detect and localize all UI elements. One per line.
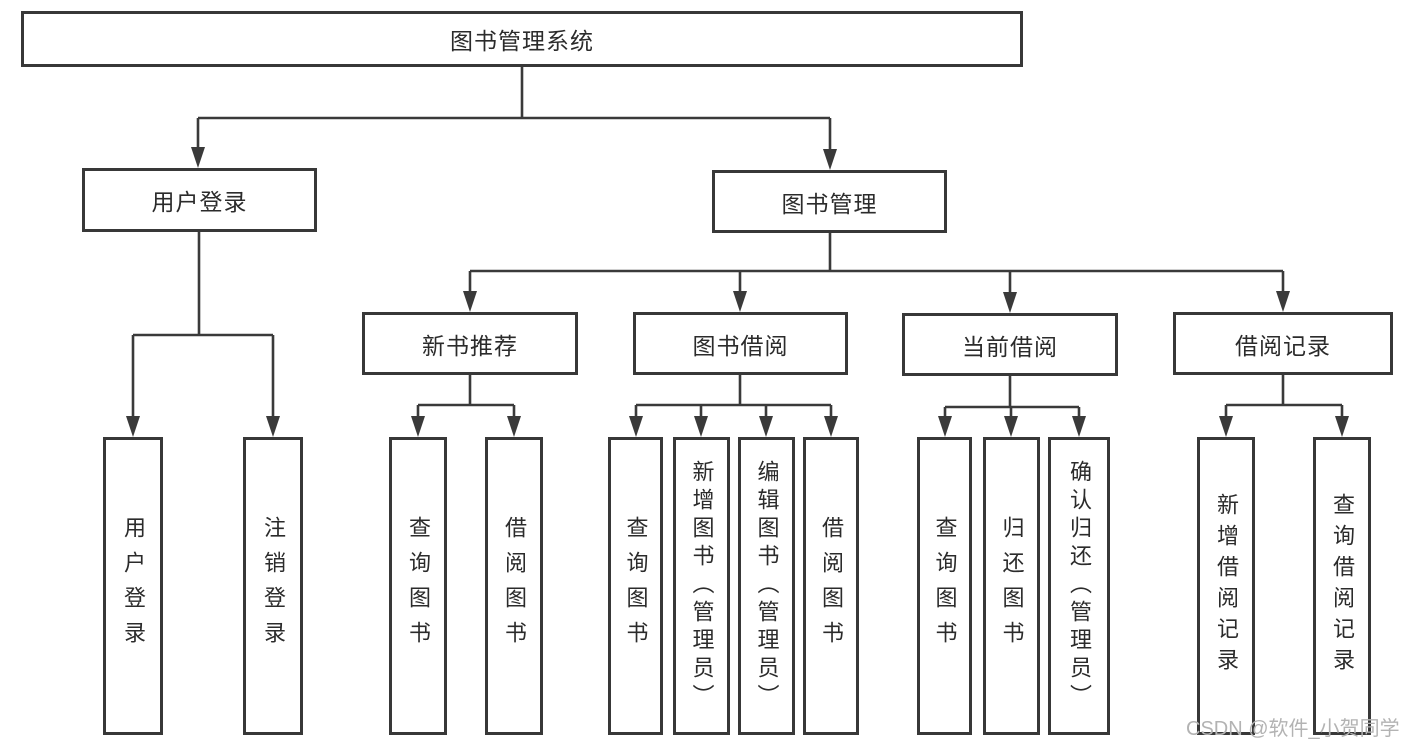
node-current-borrow-label: 当前借阅 (962, 333, 1058, 360)
node-new-book: 新书推荐 (362, 312, 578, 375)
leaf-borrow-borrow: 借阅图书 (803, 437, 859, 735)
node-user-login-label: 用户登录 (151, 189, 248, 215)
leaf-newbook-query-label: 查询图书 (406, 516, 431, 656)
leaf-current-confirm-label: 确认归还（管理员） (1067, 460, 1092, 712)
connector-user-login (131, 230, 275, 421)
leaf-current-query: 查询图书 (917, 437, 972, 735)
leaf-borrow-edit-label: 编辑图书（管理员） (754, 460, 780, 712)
connector-borrow-record (1224, 373, 1344, 421)
csdn-watermark: CSDN @软件_小贺同学 (1186, 718, 1400, 740)
connector-book-borrow (634, 373, 833, 421)
leaf-borrow-borrow-label: 借阅图书 (819, 516, 844, 656)
node-borrow-record-label: 借阅记录 (1235, 332, 1331, 359)
leaf-user-login-label: 用户登录 (121, 516, 146, 656)
node-book-borrow: 图书借阅 (633, 312, 848, 375)
leaf-newbook-borrow: 借阅图书 (485, 437, 543, 735)
leaf-borrow-query: 查询图书 (608, 437, 663, 735)
leaf-current-return: 归还图书 (983, 437, 1040, 735)
node-root-label: 图书管理系统 (450, 28, 594, 54)
connector-current-borrow (943, 374, 1081, 421)
node-book-mgmt: 图书管理 (712, 170, 947, 233)
leaf-newbook-query: 查询图书 (389, 437, 447, 735)
leaf-record-query-label: 查询借阅记录 (1330, 493, 1355, 679)
leaf-record-add-label: 新增借阅记录 (1214, 493, 1239, 679)
connector-new-book (416, 373, 516, 421)
node-borrow-record: 借阅记录 (1173, 312, 1393, 375)
leaf-logout-label: 注销登录 (261, 516, 286, 656)
leaf-borrow-add-label: 新增图书（管理员） (689, 460, 715, 712)
leaf-newbook-borrow-label: 借阅图书 (502, 516, 527, 656)
leaf-current-confirm: 确认归还（管理员） (1048, 437, 1110, 735)
leaf-record-add: 新增借阅记录 (1197, 437, 1255, 735)
leaf-borrow-edit: 编辑图书（管理员） (738, 437, 795, 735)
connector-root (196, 65, 832, 154)
leaf-logout: 注销登录 (243, 437, 303, 735)
leaf-user-login: 用户登录 (103, 437, 163, 735)
leaf-current-query-label: 查询图书 (932, 516, 958, 656)
node-user-login: 用户登录 (82, 168, 317, 232)
node-root: 图书管理系统 (21, 11, 1023, 67)
leaf-record-query: 查询借阅记录 (1313, 437, 1371, 735)
leaf-current-return-label: 归还图书 (999, 516, 1025, 656)
connector-book-mgmt (468, 231, 1285, 297)
node-book-borrow-label: 图书借阅 (692, 332, 789, 359)
node-current-borrow: 当前借阅 (902, 313, 1118, 376)
node-new-book-label: 新书推荐 (422, 332, 518, 359)
leaf-borrow-add: 新增图书（管理员） (673, 437, 730, 735)
leaf-borrow-query-label: 查询图书 (623, 516, 649, 656)
node-book-mgmt-label: 图书管理 (781, 190, 878, 217)
